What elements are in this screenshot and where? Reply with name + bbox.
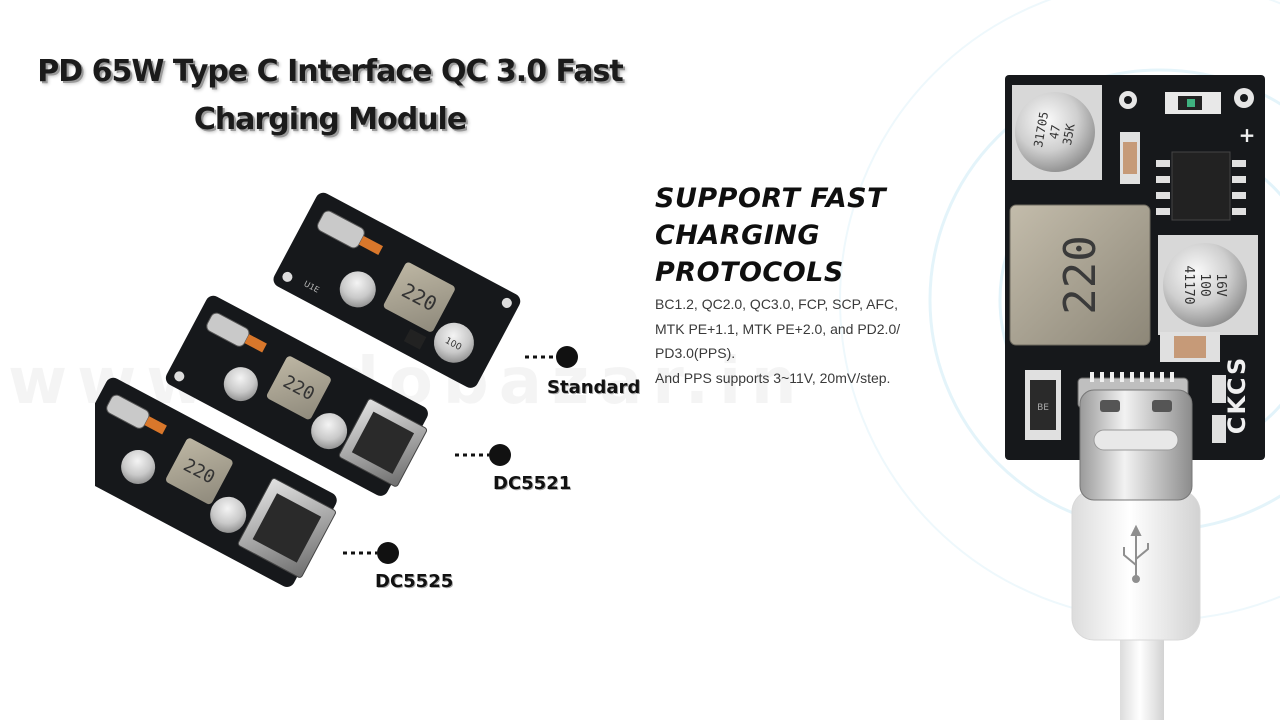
- heading-line-1: SUPPORT FAST: [655, 183, 887, 214]
- callout-dc5521: DC5521: [493, 473, 572, 494]
- inductor-marking-large: 220: [1055, 235, 1106, 314]
- board-dc5525: 220: [95, 377, 337, 587]
- cap2-marking-3: 41170: [1181, 265, 1196, 304]
- inductor: [1009, 204, 1151, 346]
- heading-line-2: CHARGING: [655, 220, 821, 251]
- module-closeup-illustration: + 31705 47 35K 220 16V 100 41170 CKCS BE: [1005, 75, 1265, 720]
- module-variants-illustration: 220 100 U1E 220 220: [95, 192, 578, 587]
- description-line-1: BC1.2, QC2.0, QC3.0, FCP, SCP, AFC,: [655, 296, 899, 312]
- page-title: PD 65W Type C Interface QC 3.0 Fast Char…: [0, 48, 660, 144]
- plus-marking: +: [1239, 123, 1256, 147]
- description-line-2: MTK PE+1.1, MTK PE+2.0, and PD2.0/: [655, 320, 901, 337]
- cap1-marking-2: 47: [1047, 124, 1063, 141]
- protocol-description: BC1.2, QC2.0, QC3.0, FCP, SCP, AFC, MTK …: [655, 292, 985, 390]
- callout-standard: Standard: [547, 377, 641, 398]
- description-line-3: PD3.0(PPS).: [655, 345, 736, 361]
- title-line-1: PD 65W Type C Interface QC 3.0 Fast: [37, 54, 623, 89]
- heading-line-3: PROTOCOLS: [655, 257, 844, 288]
- capacitor-2: [1163, 243, 1247, 327]
- board-dc5521: 220: [165, 295, 428, 496]
- cap1-marking-1: 31705: [1031, 111, 1051, 149]
- cap1-marking-3: 35K: [1060, 122, 1078, 147]
- callout-leaders: [343, 346, 578, 564]
- brand-marking: CKCS: [1223, 356, 1251, 434]
- diode-marking: BE: [1037, 403, 1049, 413]
- title-line-2: Charging Module: [193, 102, 467, 137]
- description-line-4: And PPS supports 3~11V, 20mV/step.: [655, 369, 891, 386]
- usb-symbol-icon: [1123, 524, 1149, 583]
- capacitor-1: [1015, 92, 1095, 172]
- section-heading: SUPPORT FAST CHARGING PROTOCOLS: [655, 180, 975, 291]
- callout-dc5525: DC5525: [375, 571, 454, 592]
- cap2-marking-1: 16V: [1213, 273, 1228, 297]
- cap2-marking-2: 100: [1197, 273, 1212, 296]
- board-standard: 220 100 U1E: [273, 192, 521, 388]
